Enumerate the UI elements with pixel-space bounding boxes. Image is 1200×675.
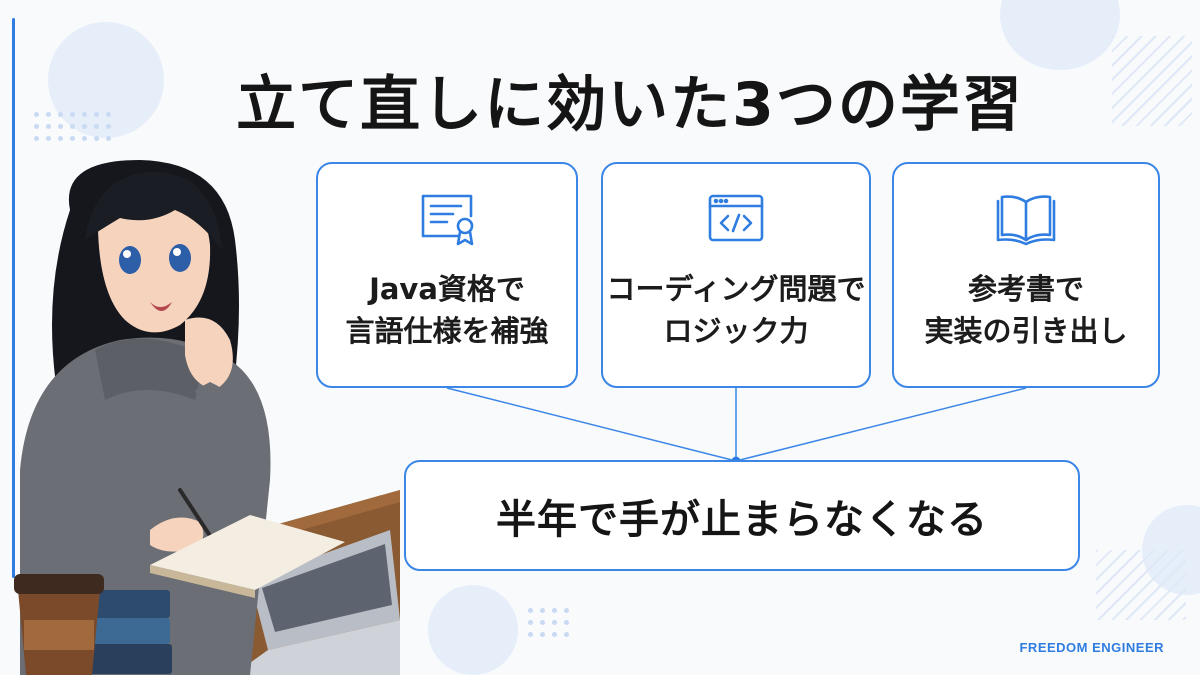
card-label: コーディング問題で ロジック力 — [607, 268, 866, 352]
card-label-line: Java資格で — [369, 272, 525, 306]
decorative-stripes — [1112, 36, 1192, 126]
connector-line-left — [446, 387, 737, 462]
decorative-dots — [34, 112, 111, 141]
card-label-line: コーディング問題で — [606, 272, 866, 306]
learning-card-java-certification: Java資格で 言語仕様を補強 — [316, 162, 578, 388]
decorative-stripes — [1096, 550, 1186, 620]
learning-card-coding-problems: コーディング問題で ロジック力 — [601, 162, 871, 388]
learning-card-reference-books: 参考書で 実装の引き出し — [892, 162, 1160, 388]
decorative-circle — [428, 585, 518, 675]
card-label: Java資格で 言語仕様を補強 — [345, 268, 548, 352]
brand-footer: FREEDOM ENGINEER — [1019, 640, 1164, 655]
code-window-icon — [708, 194, 764, 242]
open-book-icon — [996, 195, 1056, 246]
card-label-line: 参考書で — [967, 272, 1084, 306]
page-title: 立て直しに効いた3つの学習 — [236, 70, 1024, 140]
certificate-icon — [421, 194, 474, 246]
woman-studying-illustration — [14, 160, 400, 675]
card-label-line: 言語仕様を補強 — [345, 314, 549, 348]
card-label-line: 実装の引き出し — [924, 314, 1128, 348]
connector-line-right — [735, 387, 1027, 462]
card-label-line: ロジック力 — [663, 314, 809, 348]
decorative-dots — [528, 608, 569, 637]
card-label: 参考書で 実装の引き出し — [924, 268, 1127, 352]
accent-bar — [12, 18, 15, 578]
result-text: 半年で手が止まらなくなる — [496, 496, 988, 543]
result-box: 半年で手が止まらなくなる — [404, 460, 1080, 571]
decorative-circle — [48, 22, 164, 138]
